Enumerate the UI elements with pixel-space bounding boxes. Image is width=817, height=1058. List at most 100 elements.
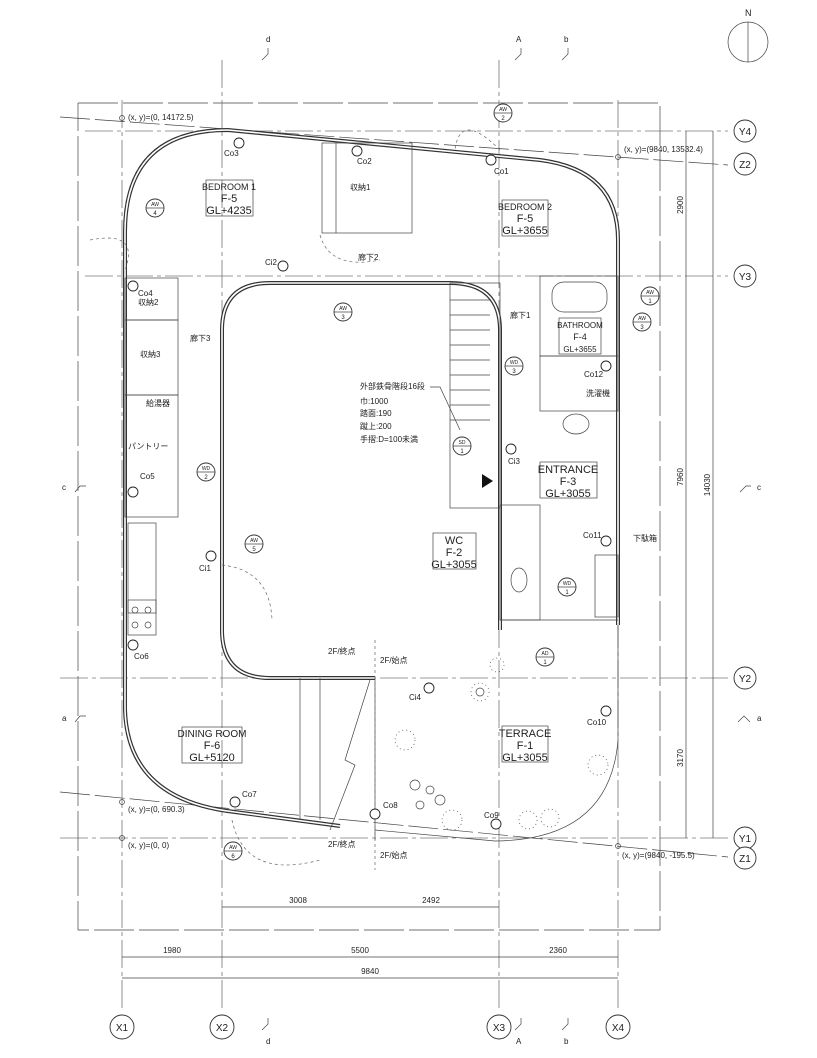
room-name: DINING ROOM xyxy=(178,729,247,740)
floor-mark: 2F/終点 xyxy=(328,646,356,656)
room-level: GL+3655 xyxy=(502,225,548,237)
grid-label-z1: Z1 xyxy=(739,854,751,865)
section-label-b-bottom: b xyxy=(564,1037,569,1046)
courtyard-walls xyxy=(220,281,502,680)
tag-aw5: AW 5 xyxy=(244,534,264,554)
section-label-a-top: A xyxy=(516,35,522,44)
room-name: BEDROOM 2 xyxy=(498,202,552,212)
coord-bottom-left-upper: (x, y)=(0, 690.3) xyxy=(128,805,185,814)
column-co7: Co7 xyxy=(229,790,257,808)
coord-bottom-left: (x, y)=(0, 0) xyxy=(128,841,169,850)
north-arrow-icon: N xyxy=(727,8,769,63)
dimension-lines: 2900 7960 3170 14030 3008 2492 1980 5500… xyxy=(122,131,714,979)
room-name: BATHROOM xyxy=(557,321,603,330)
tag-wd2: WD2 xyxy=(196,462,216,482)
tag-number: 3 xyxy=(512,369,516,375)
tag-aw3-corridor: AW 3 xyxy=(333,302,353,322)
coord-bottom-right: (x, y)=(9840, -195.5) xyxy=(622,851,695,860)
column-label: Co5 xyxy=(140,472,155,481)
column-label: Ci1 xyxy=(199,564,212,573)
grid-bubble-y1: Y1 xyxy=(733,826,757,850)
label-storage2: 収納2 xyxy=(138,297,159,307)
tag-number: 5 xyxy=(252,547,256,553)
column-co8: Co8 xyxy=(369,801,398,820)
stair-note-line: 蹴上:200 xyxy=(360,421,392,431)
room-floor: F-6 xyxy=(204,740,221,752)
stair-note-line: 巾:1000 xyxy=(360,396,389,406)
break-line xyxy=(329,679,371,831)
column-label: Co7 xyxy=(242,790,257,799)
tag-number: 1 xyxy=(460,449,464,455)
column-co2: Co2 xyxy=(351,145,372,166)
label-storage3: 収納3 xyxy=(140,349,161,359)
grid-bubble-x1: X1 xyxy=(109,1014,135,1040)
section-label-c-left: c xyxy=(62,483,66,492)
tag-wd1: WD 1 xyxy=(557,577,577,597)
door-swing xyxy=(221,564,273,621)
room-name: WC xyxy=(445,535,463,547)
column-ci3: Ci3 xyxy=(505,443,521,466)
tag-type: AW xyxy=(646,290,654,296)
dim-2492: 2492 xyxy=(422,896,440,905)
label-corridor1: 廊下1 xyxy=(510,310,531,320)
north-label: N xyxy=(745,8,752,18)
column-ci1: Ci1 xyxy=(199,550,217,573)
grid-bubbles: X1 X2 X3 X4 Y4 Z2 Y3 Y2 Y1 Z1 xyxy=(109,119,757,1040)
room-floor: F-5 xyxy=(221,193,238,205)
column-label: Co11 xyxy=(583,531,602,540)
dim-2360: 2360 xyxy=(549,946,567,955)
fitting-tags: AW4 AW2 AW3 AW1 AW3 AW5 AW6 WD3 WD2 WD1 … xyxy=(145,103,660,861)
tag-type: WD xyxy=(202,466,211,472)
column-co5: Co5 xyxy=(127,472,155,498)
room-level: GL+3055 xyxy=(431,559,477,571)
tag-number: 4 xyxy=(153,211,157,217)
door-swing xyxy=(89,237,129,271)
tag-type: WD xyxy=(563,581,572,587)
section-label-a-bottom: A xyxy=(516,1037,522,1046)
room-level: GL+5120 xyxy=(189,752,235,764)
room-label-bathroom: BATHROOM F-4 GL+3655 xyxy=(557,317,603,355)
tag-aw6: AW6 xyxy=(223,841,243,861)
bathtub-icon xyxy=(551,281,608,313)
grid-bubble-y3: Y3 xyxy=(733,264,757,288)
label-corridor2: 廊下2 xyxy=(358,252,379,262)
grid-label-x2: X2 xyxy=(216,1023,229,1034)
label-shoe-box: 下駄箱 xyxy=(633,533,657,543)
room-floor: F-3 xyxy=(560,476,577,488)
room-name: TERRACE xyxy=(499,728,552,740)
grid-bubble-y2: Y2 xyxy=(733,666,757,690)
coord-top-left: (x, y)=(0, 14172.5) xyxy=(128,113,194,122)
label-washer: 洗濯機 xyxy=(586,388,610,398)
room-label-bedroom1: BEDROOM 1 F-5 GL+4235 xyxy=(202,179,256,217)
section-label-a-right: a xyxy=(757,714,762,723)
floor-mark: 2F/始点 xyxy=(380,850,408,860)
room-label-terrace: TERRACE F-1 GL+3055 xyxy=(499,725,552,764)
dim-9840: 9840 xyxy=(361,967,379,976)
section-label-b-top: b xyxy=(564,35,569,44)
dim-3170: 3170 xyxy=(676,749,685,767)
coord-top-right: (x, y)=(9840, 13532.4) xyxy=(624,145,703,154)
tag-wd3: WD3 xyxy=(504,356,524,376)
column-co10: Co10 xyxy=(587,705,612,727)
tag-type: AW xyxy=(339,306,347,312)
tag-sd1: SD1 xyxy=(452,436,472,456)
section-marks: d A b d A b c c a a xyxy=(62,35,762,1046)
column-ci4: Ci4 xyxy=(409,682,435,702)
column-co12: Co12 xyxy=(584,360,612,379)
column-label: Co3 xyxy=(224,149,239,158)
grid-bubble-x4: X4 xyxy=(605,1014,631,1040)
section-label-a-left: a xyxy=(62,714,67,723)
dim-14030: 14030 xyxy=(703,473,712,496)
column-co6: Co6 xyxy=(127,639,149,661)
dim-1980: 1980 xyxy=(163,946,181,955)
tag-number: 1 xyxy=(565,590,569,596)
column-label: Ci4 xyxy=(409,693,422,702)
tag-number: 3 xyxy=(341,315,345,321)
column-co3: Co3 xyxy=(224,137,245,158)
grid-label-x4: X4 xyxy=(612,1023,625,1034)
door-swing xyxy=(231,819,321,866)
tag-type: AW xyxy=(250,538,258,544)
tag-ad1: AD1 xyxy=(535,647,555,667)
room-floor: F-5 xyxy=(517,213,534,225)
column-label: Co12 xyxy=(584,370,604,379)
